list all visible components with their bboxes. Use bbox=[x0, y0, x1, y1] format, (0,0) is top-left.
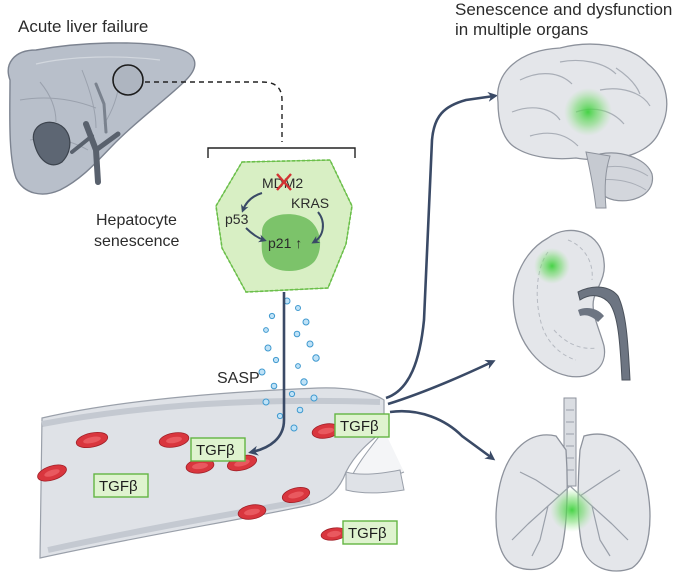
bubble bbox=[302, 318, 310, 326]
bubble bbox=[310, 394, 318, 402]
tgfb-tag-text: TGFβ bbox=[99, 478, 138, 495]
arrow-to-brain bbox=[385, 91, 498, 400]
red-blood-cells bbox=[37, 423, 348, 541]
brain-icon bbox=[496, 43, 668, 209]
bubble bbox=[262, 398, 270, 406]
bubble bbox=[290, 424, 298, 432]
zoom-leader-line bbox=[145, 81, 283, 142]
senescence-title-line1: Senescence and dysfunction bbox=[455, 0, 672, 19]
tgfb-tag-text: TGFβ bbox=[196, 442, 235, 459]
p53-label: p53 bbox=[225, 211, 249, 227]
lungs-senescence-glow bbox=[550, 488, 594, 532]
rbc bbox=[185, 458, 215, 474]
tgfb-tag-left: TGFβ bbox=[93, 473, 149, 498]
sasp-release-arrow bbox=[248, 292, 286, 456]
sasp-label: SASP bbox=[217, 370, 260, 387]
bubble bbox=[264, 344, 272, 352]
bubble bbox=[268, 312, 276, 320]
rbc bbox=[158, 432, 190, 448]
arrow-to-kidney bbox=[387, 360, 496, 406]
rbc bbox=[37, 464, 67, 482]
p21-label: p21 ↑ bbox=[268, 235, 302, 251]
brain-senescence-glow bbox=[564, 88, 612, 136]
rbc bbox=[281, 487, 311, 503]
bubble bbox=[312, 354, 320, 362]
inhibition-cross-icon bbox=[276, 173, 292, 191]
blood-vessel-icon bbox=[39, 387, 405, 559]
hepatocyte-cell-icon bbox=[215, 159, 353, 293]
kidney-icon bbox=[512, 229, 631, 381]
bubble bbox=[263, 327, 269, 333]
acute-liver-failure-label: Acute liver failure bbox=[18, 17, 148, 36]
bubble bbox=[295, 305, 301, 311]
bubble bbox=[258, 368, 266, 376]
bubble bbox=[293, 330, 301, 338]
lungs-icon bbox=[495, 397, 651, 572]
bubble bbox=[296, 406, 304, 414]
kras-label: KRAS bbox=[291, 195, 329, 211]
zoom-circle bbox=[112, 64, 144, 96]
bubble bbox=[300, 378, 308, 386]
kidney-senescence-glow bbox=[534, 248, 570, 284]
sasp-bubbles bbox=[258, 297, 320, 432]
bubble bbox=[295, 363, 301, 369]
bubble bbox=[276, 412, 284, 420]
kras-to-p21-arrow bbox=[311, 211, 324, 244]
bubble bbox=[306, 340, 314, 348]
bubble bbox=[270, 382, 278, 390]
tgfb-tag-exit: TGFβ bbox=[334, 413, 390, 438]
tgfb-tag-vessel: TGFβ bbox=[190, 437, 246, 462]
bubble bbox=[288, 390, 296, 398]
hepatocyte-label-line1: Hepatocyte bbox=[96, 212, 177, 229]
tgfb-tag-text: TGFβ bbox=[348, 525, 387, 542]
rbc bbox=[237, 504, 267, 520]
senescence-title-line2: in multiple organs bbox=[455, 20, 588, 39]
mdm2-to-p53-arrow bbox=[241, 192, 263, 213]
p53-to-p21-arrow bbox=[245, 227, 267, 243]
tgfb-tag-bottom: TGFβ bbox=[342, 520, 398, 545]
liver-icon bbox=[7, 42, 196, 195]
arrow-to-lungs bbox=[389, 409, 496, 461]
tgfb-tag-text: TGFβ bbox=[340, 418, 379, 435]
rbc bbox=[311, 423, 341, 439]
bubble bbox=[272, 356, 280, 364]
zoom-bracket bbox=[207, 147, 356, 158]
hepatocyte-label-line2: senescence bbox=[94, 233, 179, 250]
rbc bbox=[75, 431, 109, 449]
